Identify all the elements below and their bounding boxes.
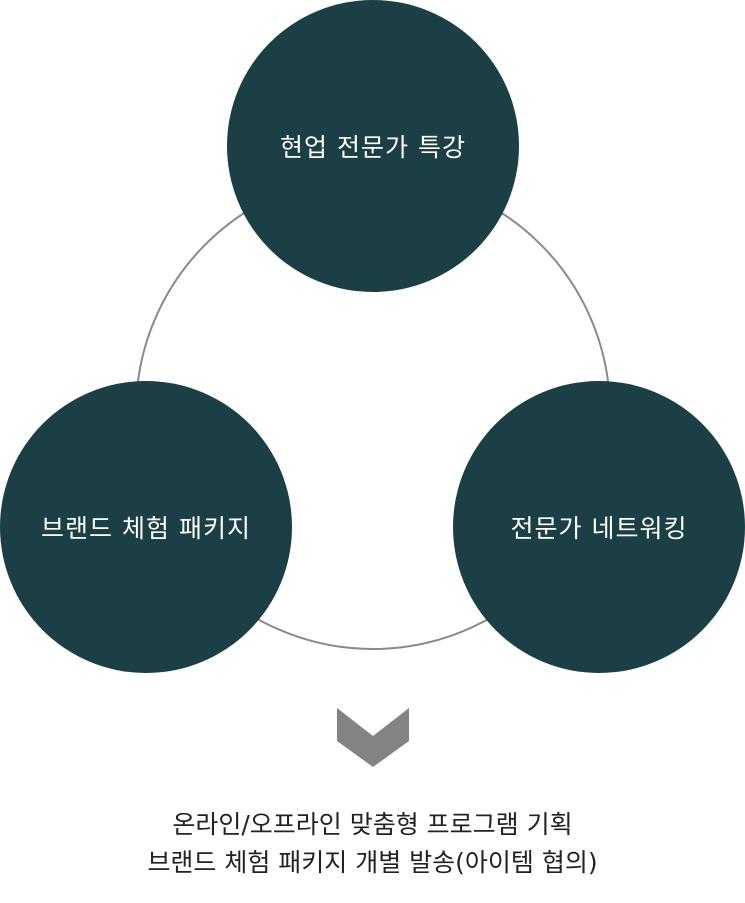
node-label-brand-experience-package: 브랜드 체험 패키지 (41, 514, 251, 543)
node-expert-networking: 전문가 네트워킹 (453, 381, 745, 673)
chevron-down-icon (337, 708, 409, 767)
caption-line-2: 브랜드 체험 패키지 개별 발송(아이템 협의) (147, 848, 598, 877)
node-expert-lecture: 현업 전문가 특강 (227, 0, 519, 292)
node-label-expert-networking: 전문가 네트워킹 (510, 514, 688, 543)
node-label-expert-lecture: 현업 전문가 특강 (280, 133, 466, 162)
caption-line-1: 온라인/오프라인 맞춤형 프로그램 기획 (172, 810, 573, 839)
node-brand-experience-package: 브랜드 체험 패키지 (0, 381, 292, 673)
